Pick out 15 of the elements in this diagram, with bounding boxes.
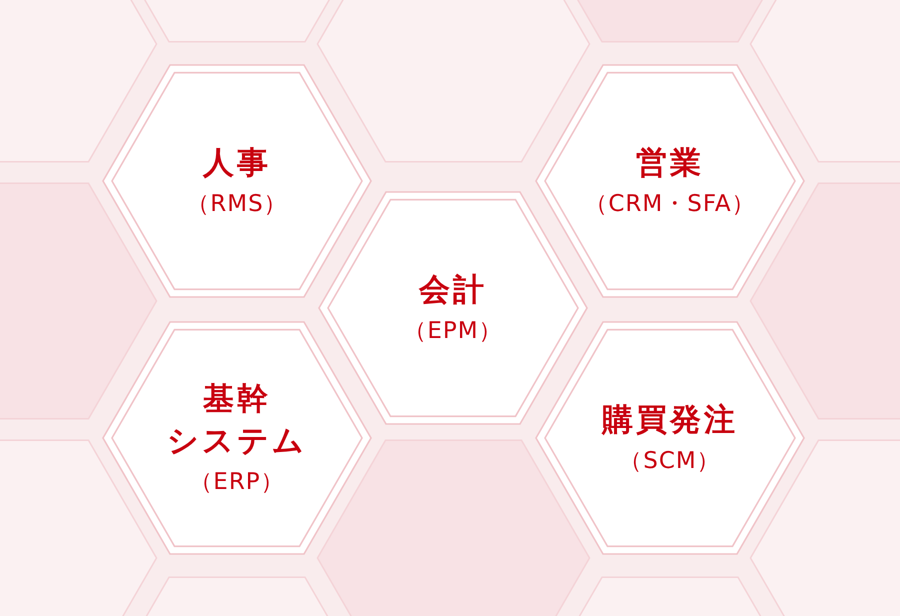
hexagon-node (535, 320, 805, 556)
hexagon-node (102, 63, 372, 299)
node-title: 営業 (636, 144, 704, 183)
node-title: 購買発注 (602, 401, 738, 440)
hexagon-node (318, 190, 588, 426)
hexagon-node (535, 63, 805, 299)
node-subtitle: （CRM・SFA） (584, 190, 756, 219)
node-title: 人事 (203, 144, 271, 183)
hexagon-node (102, 320, 372, 556)
node-title: 基幹システム (167, 380, 307, 461)
node-subtitle: （EPM） (403, 317, 503, 346)
node-title: 会計 (419, 271, 487, 310)
node-subtitle: （SCM） (619, 447, 721, 476)
node-subtitle: （ERP） (189, 468, 285, 497)
node-subtitle: （RMS） (186, 190, 288, 219)
